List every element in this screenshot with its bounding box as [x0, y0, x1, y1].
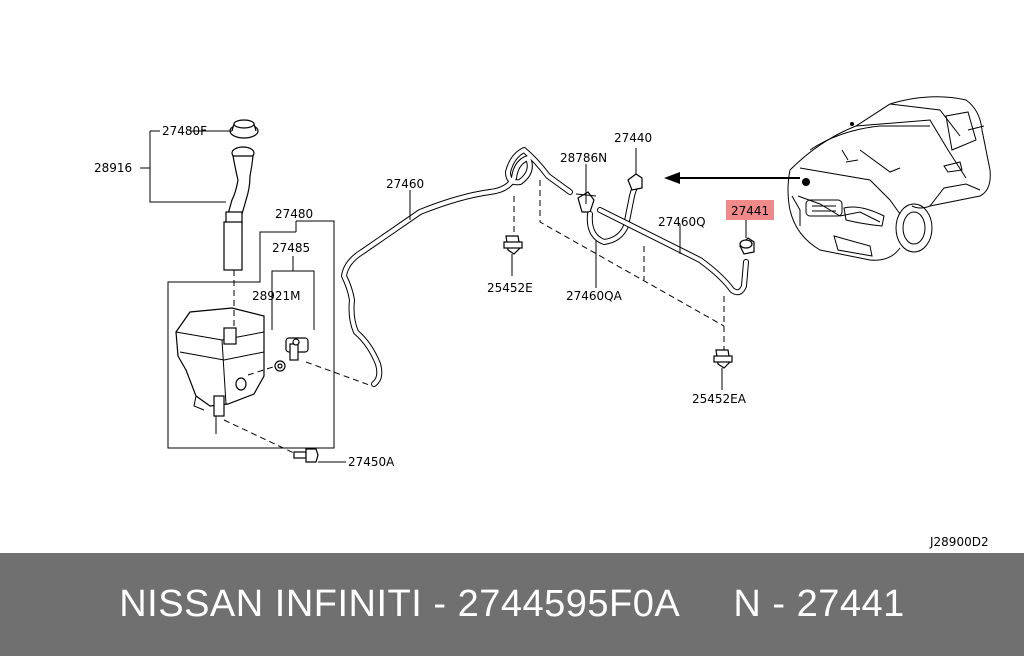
hose-clip-part [503, 235, 523, 276]
location-arrow [664, 172, 800, 184]
washer-hose-q-part [597, 207, 749, 296]
label-27460Q: 27460Q [658, 215, 706, 229]
washer-pump-part [285, 337, 309, 361]
washer-tank-part [175, 307, 265, 434]
car-illustration [787, 96, 991, 261]
label-27460QA: 27460QA [566, 289, 623, 303]
label-28786N: 28786N [560, 151, 607, 165]
washer-nozzle-27441-part [739, 237, 755, 255]
hose-clip-ea-part [713, 349, 733, 390]
parts-diagram: 27480F 28916 27480 27485 28921M 27450A 2… [94, 96, 991, 549]
label-27460: 27460 [386, 177, 424, 191]
label-27480: 27480 [275, 207, 313, 221]
filler-cap-part [229, 119, 259, 139]
label-27485: 27485 [272, 241, 310, 255]
filler-neck-part [223, 146, 255, 271]
label-27480F: 27480F [162, 124, 207, 138]
washer-hose-part [341, 147, 573, 387]
label-27450A: 27450A [348, 455, 395, 469]
check-valve-part [575, 188, 597, 213]
bolt-part [293, 448, 319, 463]
label-27441: 27441 [731, 204, 769, 218]
part-number-footer: NISSAN INFINITI - 2744595F0A N - 27441 [0, 553, 1024, 656]
diagram-code: J28900D2 [929, 535, 989, 549]
washer-nozzle-part [627, 173, 643, 191]
label-28921M: 28921M [252, 289, 301, 303]
label-25452E: 25452E [487, 281, 533, 295]
footer-text: NISSAN INFINITI - 2744595F0A N - 27441 [119, 583, 905, 625]
grommet-part [274, 360, 286, 372]
label-25452EA: 25452EA [692, 392, 747, 406]
label-28916: 28916 [94, 161, 132, 175]
label-27440: 27440 [614, 131, 652, 145]
highlight-box [726, 200, 774, 220]
